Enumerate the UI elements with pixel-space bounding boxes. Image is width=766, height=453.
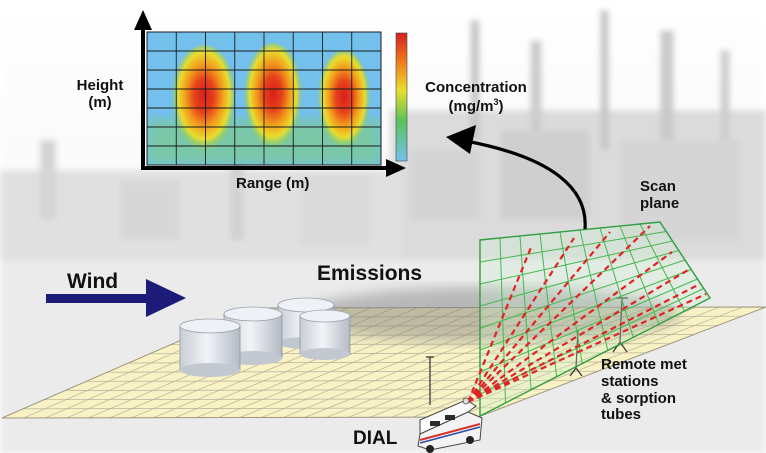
laser-beam: [467, 225, 651, 403]
laser-beam: [467, 283, 701, 403]
laser-beams: [466, 225, 707, 404]
colorbar: [395, 32, 408, 162]
laser-beam: [467, 231, 611, 403]
concentration-heatmap: [146, 31, 382, 166]
scan-arrow-icon: [465, 139, 587, 230]
dial-vehicle-icon: [417, 397, 483, 453]
ground-grid-line: [65, 389, 551, 391]
colorbar-label: Concentration (mg/m3): [413, 79, 539, 116]
storage-tank-icon: [179, 318, 241, 377]
x-axis-arrowhead: [386, 159, 406, 177]
ground-grid-line: [86, 379, 575, 382]
colorbar-unit-prefix: (mg/m: [448, 97, 494, 115]
met-label-line2: stations: [601, 372, 659, 390]
scan-grid-line: [479, 259, 686, 329]
scan-grid-line: [479, 240, 673, 285]
scan-grid-line: [479, 269, 692, 351]
laser-beam: [466, 244, 534, 403]
laser-beam: [467, 292, 707, 404]
colorbar-unit-suffix: ): [498, 97, 504, 115]
wind-arrow-icon: [46, 279, 186, 317]
heatmap-axes: [141, 26, 390, 170]
y-axis-label-line2: (m): [88, 93, 112, 111]
y-axis-label-line1: Height: [76, 77, 124, 94]
met-label-line3: & sorption: [601, 389, 676, 407]
x-axis-label: Range (m): [236, 175, 310, 192]
scan-plane-label: Scan plane: [640, 178, 680, 213]
colorbar-unit-exponent: 3: [493, 96, 499, 107]
emissions-label: Emissions: [317, 262, 423, 285]
scan-grid-line: [479, 278, 698, 373]
laser-beam: [467, 269, 689, 403]
met-station-icon: [426, 356, 434, 405]
laser-beam: [467, 237, 575, 403]
laser-beam: [467, 251, 673, 403]
scan-plane-label-line2: plane: [640, 194, 680, 212]
plume-2: [243, 43, 303, 155]
plume-1: [171, 45, 237, 157]
met-label-line4: tubes: [601, 406, 642, 424]
scan-arrow-head: [446, 125, 476, 154]
scan-plane: [479, 221, 712, 418]
ground-grid-line: [44, 398, 527, 401]
storage-tank-icon: [299, 309, 351, 360]
plume-shadow: [300, 287, 680, 343]
plume-3: [317, 50, 371, 154]
scan-plane-label-line1: Scan: [640, 178, 676, 195]
colorbar-label-line2: (mg/m3): [413, 97, 539, 116]
met-stations-label: Remote met stations & sorption tubes: [601, 356, 687, 424]
ground-grid-line: [23, 407, 503, 410]
wind-label: Wind: [67, 270, 119, 293]
y-axis-label: Height (m): [75, 77, 125, 112]
colorbar-label-line1: Concentration: [425, 79, 527, 96]
scan-grid-line: [479, 250, 679, 307]
met-label-line1: Remote met: [601, 356, 687, 373]
dial-label: DIAL: [353, 428, 398, 449]
y-axis-arrowhead: [134, 10, 152, 30]
scan-grid-line: [479, 231, 667, 263]
storage-tanks: [179, 297, 351, 377]
